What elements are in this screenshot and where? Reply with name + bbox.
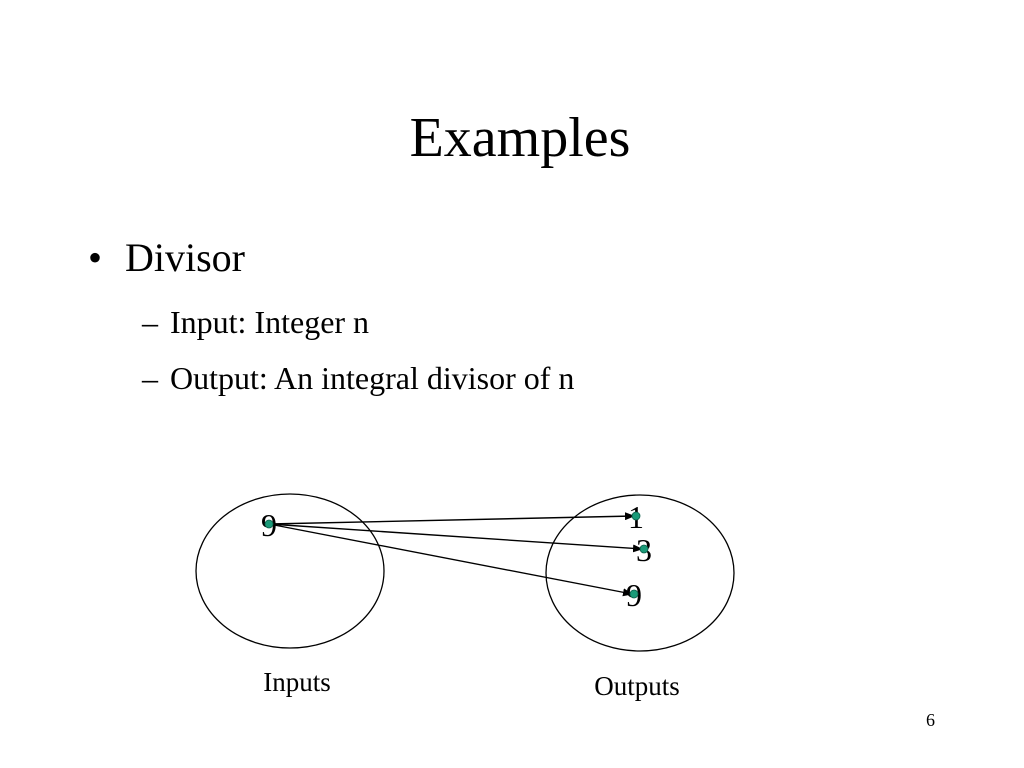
- output-node-dot: [631, 511, 641, 521]
- input-node-dot: [264, 519, 274, 529]
- outputs-label: Outputs: [594, 671, 680, 701]
- output-node-dot: [639, 544, 649, 554]
- bullet-label: Divisor: [125, 235, 245, 280]
- inputs-set-ellipse: [195, 493, 385, 649]
- mapping-arrow: [268, 512, 635, 525]
- bullet-marker: •: [88, 235, 103, 280]
- slide-title: Examples: [409, 107, 631, 169]
- page-number: 6: [926, 710, 935, 730]
- mapping-layer: 9139: [261, 499, 652, 613]
- output-node-dot: [629, 589, 639, 599]
- outputs-set-ellipse: [545, 494, 735, 652]
- dash-marker: –: [142, 360, 158, 396]
- dash-marker: –: [142, 304, 158, 340]
- sub-bullet-input: – Input: Integer n: [142, 294, 574, 350]
- sub-bullet-list: – Input: Integer n – Output: An integral…: [142, 294, 574, 406]
- sub-bullet-label: Output: An integral divisor of n: [170, 360, 575, 396]
- mapping-arrow: [268, 523, 633, 597]
- mapping-arrow: [268, 523, 643, 553]
- sub-bullet-label: Input: Integer n: [170, 304, 370, 340]
- bullet-list: • Divisor – Input: Integer n – Output: A…: [88, 232, 574, 396]
- inputs-label: Inputs: [263, 667, 331, 697]
- bullet-divisor: • Divisor: [88, 232, 245, 284]
- sub-bullet-output: – Output: An integral divisor of n: [142, 350, 574, 406]
